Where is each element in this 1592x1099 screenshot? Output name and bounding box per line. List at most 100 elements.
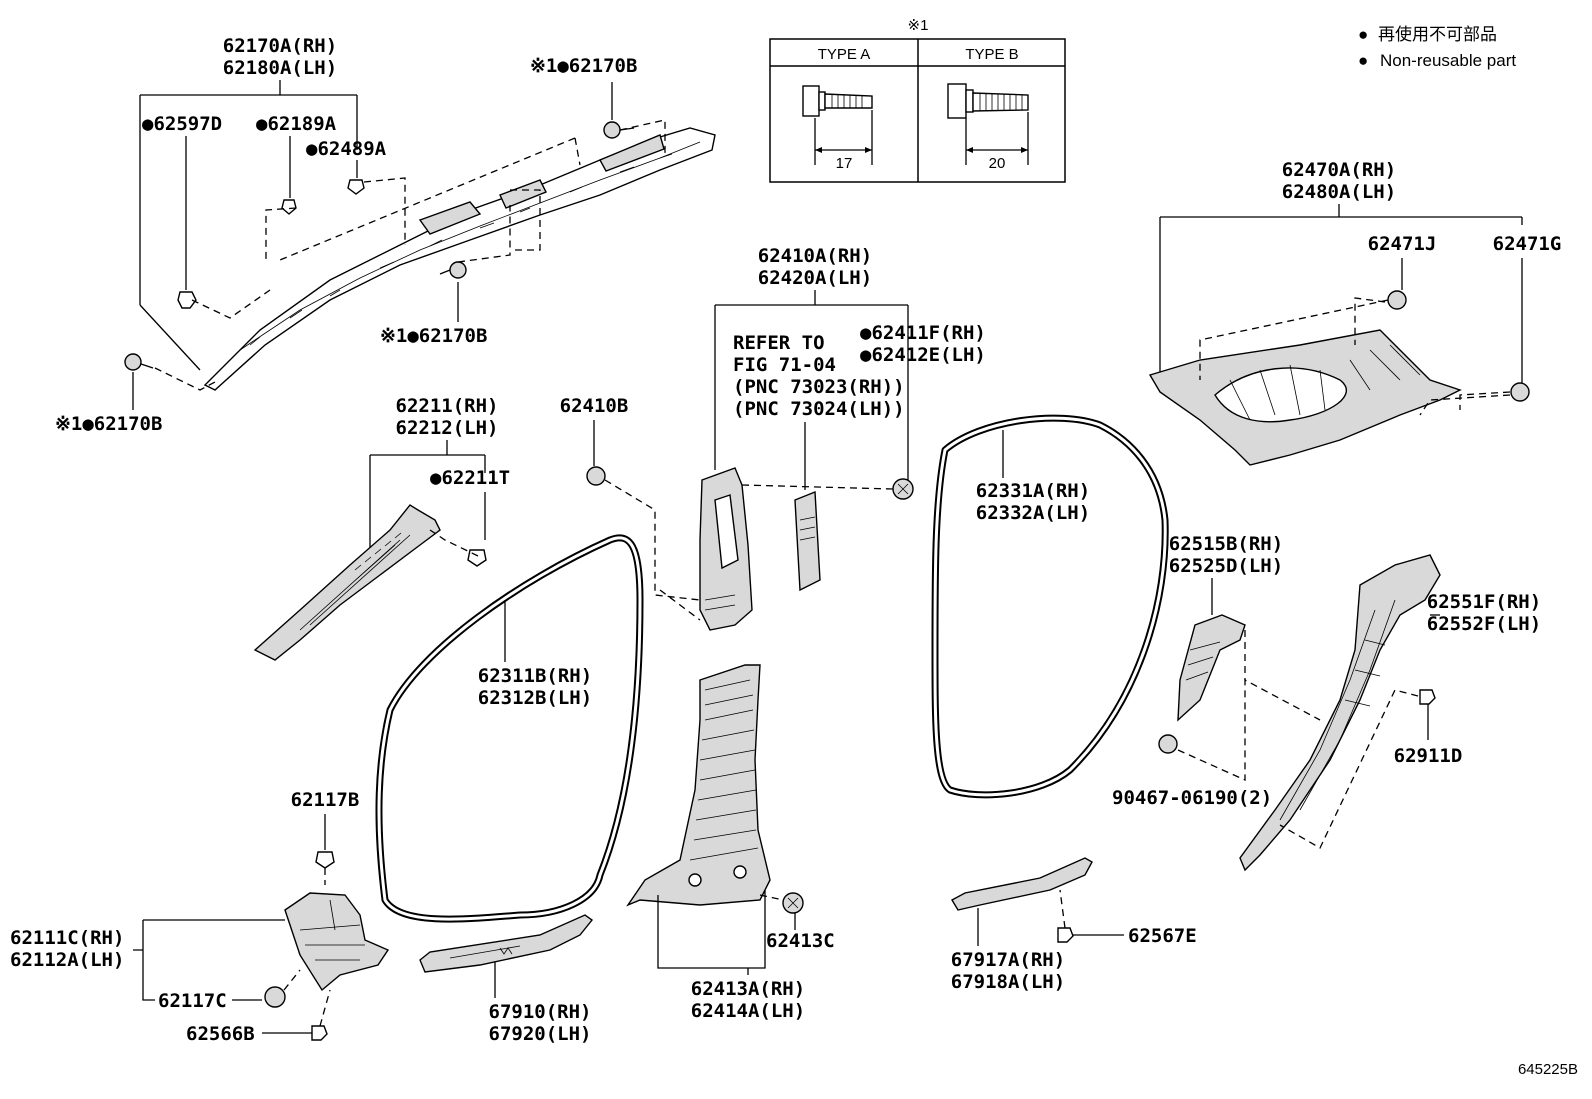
callout-62489A: ●62489A [306,138,387,160]
callout-62551F-rh: 62551F(RH) [1427,591,1541,613]
callout-62170A-rh: 62170A(RH) [223,35,337,57]
package-tray-trim-group: 62470A(RH) 62480A(LH) 62471J 62471G [1148,159,1562,466]
callout-90467: 90467-06190(2) [1112,787,1272,809]
callout-62117B: 62117B [291,789,360,811]
clip-icon [1387,290,1407,310]
bolt-icon [603,121,635,139]
refer-line-2: FIG 71-04 [733,354,836,376]
clip-icon [892,478,914,500]
callout-67918A-lh: 67918A(LH) [951,971,1065,993]
seat-belt-adjuster-shape [794,490,821,592]
callout-62525D-lh: 62525D(LH) [1169,555,1283,577]
callout-62470A-rh: 62470A(RH) [1282,159,1396,181]
clip-icon [177,291,197,309]
rear-scuff-plate-shape [951,857,1093,911]
refer-line-3: (PNC 73023(RH)) [733,376,905,398]
dimension-b: 20 [965,112,1029,172]
quarter-trim-group: 62515B(RH) 62525D(LH) 90467-06190(2) 625… [1112,533,1541,872]
curtain-airbag-shape [203,127,716,391]
callout-62211T: ●62211T [430,467,510,489]
bolt-type-b-icon [947,83,1029,119]
clip-icon [1419,689,1436,705]
callout-62471J: 62471J [1368,233,1437,255]
legend: ● 再使用不可部品 ● Non-reusable part [1358,24,1516,70]
callout-62111C-rh: 62111C(RH) [10,927,124,949]
legend-symbol-1: ● [1358,25,1368,44]
callout-62212-lh: 62212(LH) [396,417,499,439]
legend-en-text: Non-reusable part [1380,51,1516,70]
quarter-trim-shape [1239,554,1441,872]
center-pillar-lower-shape [626,664,771,907]
clip-icon [281,199,297,215]
callout-62911D: 62911D [1394,745,1463,767]
callout-62410B: 62410B [560,395,629,417]
cowl-side-trim-shape [284,892,390,992]
callout-62211-rh: 62211(RH) [396,395,499,417]
roof-side-garnish-group: 62170A(RH) 62180A(LH) ●62597D ●62189A ●6… [55,35,716,435]
clip-icon [315,851,335,869]
clip-icon [347,179,365,195]
callout-67917A-rh: 67917A(RH) [951,949,1065,971]
front-scuff-plate-shape [419,914,594,973]
rear-pillar-garnish-shape [1177,614,1246,722]
clip-icon [586,466,606,486]
callout-62597D: ●62597D [142,113,222,135]
dimension-b-value: 20 [989,155,1006,172]
callout-62112A-lh: 62112A(LH) [10,949,124,971]
callout-62471G: 62471G [1493,233,1562,255]
callout-62311B-rh: 62311B(RH) [478,665,592,687]
type-a-label: TYPE A [818,46,871,63]
callout-62566B: 62566B [186,1023,255,1045]
type-table: ※1 TYPE A TYPE B 17 [769,17,1066,183]
front-pillar-garnish-shape [253,504,441,661]
callout-62412E-lh: ●62412E(LH) [860,344,986,366]
clip-icon [1510,382,1530,402]
clip-icon [467,549,487,567]
refer-line-1: REFER TO [733,332,825,354]
clip-icon [782,892,804,914]
front-door-weatherstrip-group: 62311B(RH) 62312B(LH) [375,534,644,923]
center-pillar-lower-group: 62413C 62413A(RH) 62414A(LH) [626,664,835,1022]
type-b-label: TYPE B [965,46,1018,63]
callout-62117C: 62117C [158,990,227,1012]
callout-62180A-lh: 62180A(LH) [223,57,337,79]
callout-62332A-lh: 62332A(LH) [976,502,1090,524]
callout-62170B-mid: ※1●62170B [380,325,487,347]
type-table-note: ※1 [908,17,929,34]
center-pillar-upper-group: 62410B 62410A(RH) 62420A(LH) REFER TO FI… [560,245,986,631]
rear-weatherstrip-shape [931,414,1169,799]
callout-62515B-rh: 62515B(RH) [1169,533,1283,555]
rear-scuff-plate-group: 67917A(RH) 67918A(LH) 62567E [951,857,1197,993]
callout-62170B-left: ※1●62170B [55,413,162,435]
dimension-a: 17 [814,110,873,172]
cowl-side-trim-group: 62117B 62111C(RH) 62112A(LH) 62117C 6256… [10,789,390,1045]
legend-symbol-2: ● [1358,51,1368,70]
callout-62312B-lh: 62312B(LH) [478,687,592,709]
dimension-a-value: 17 [836,155,853,172]
callout-62170B-top: ※1●62170B [530,55,637,77]
callout-62414A-lh: 62414A(LH) [691,1000,805,1022]
clip-icon [311,1025,328,1041]
callout-62411F-rh: ●62411F(RH) [860,322,986,344]
bolt-icon [124,353,154,371]
legend-jp-text: 再使用不可部品 [1378,24,1497,44]
callout-62410A-rh: 62410A(RH) [758,245,872,267]
callout-62420A-lh: 62420A(LH) [758,267,872,289]
callout-67920-lh: 67920(LH) [489,1023,592,1045]
front-pillar-garnish-group: 62211(RH) 62212(LH) ●62211T [253,395,510,661]
callout-62567E: 62567E [1128,925,1197,947]
callout-62480A-lh: 62480A(LH) [1282,181,1396,203]
callout-62331A-rh: 62331A(RH) [976,480,1090,502]
figure-id: 645225B [1518,1061,1578,1078]
callout-62413C: 62413C [766,930,835,952]
refer-line-4: (PNC 73024(LH)) [733,398,905,420]
clip-icon [1158,734,1178,754]
callout-62189A: ●62189A [256,113,337,135]
clip-icon [1057,927,1074,943]
callout-62413A-rh: 62413A(RH) [691,978,805,1000]
rear-door-weatherstrip-group: 62331A(RH) 62332A(LH) [931,414,1169,799]
bolt-type-a-icon [802,85,873,117]
clip-icon [264,986,286,1008]
callout-67910-rh: 67910(RH) [489,1001,592,1023]
